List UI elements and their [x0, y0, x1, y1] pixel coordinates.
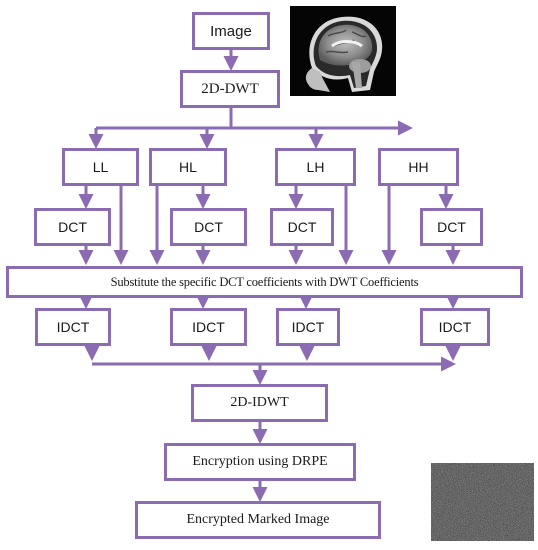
dct-box-2: DCT — [170, 208, 247, 246]
dwt-box: 2D-DWT — [180, 70, 280, 108]
idwt-label: 2D-IDWT — [230, 395, 289, 410]
encryption-label: Encryption using DRPE — [192, 454, 328, 469]
substitute-label: Substitute the specific DCT coefficients… — [110, 274, 419, 289]
dct-label-3: DCT — [287, 219, 317, 235]
idct-label-1: IDCT — [56, 319, 90, 335]
idct-box-2: IDCT — [170, 308, 247, 346]
idct-box-4: IDCT — [420, 308, 490, 346]
ll-label: LL — [92, 159, 109, 175]
lh-box: LH — [275, 148, 356, 186]
hh-label: HH — [408, 159, 429, 175]
dct-label-2: DCT — [194, 219, 223, 235]
dct-label-4: DCT — [437, 219, 466, 235]
hl-box: HL — [149, 148, 227, 186]
hh-box: HH — [378, 148, 459, 186]
dct-box-3: DCT — [270, 208, 334, 246]
image-box: Image — [192, 12, 270, 50]
image-label: Image — [210, 22, 252, 40]
idct-box-1: IDCT — [35, 308, 111, 346]
idct-box-3: IDCT — [276, 308, 340, 346]
encryption-box: Encryption using DRPE — [164, 443, 356, 481]
mri-input-image — [290, 6, 396, 96]
output-label: Encrypted Marked Image — [186, 512, 330, 527]
idwt-box: 2D-IDWT — [191, 384, 328, 422]
lh-label: LH — [306, 159, 325, 175]
substitute-box: Substitute the specific DCT coefficients… — [6, 266, 523, 298]
output-box: Encrypted Marked Image — [135, 501, 381, 539]
dct-box-1: DCT — [34, 208, 111, 246]
dct-box-4: DCT — [420, 208, 483, 246]
dwt-label: 2D-DWT — [201, 80, 259, 97]
idct-label-3: IDCT — [291, 319, 325, 335]
dct-label-1: DCT — [58, 219, 87, 235]
hl-label: HL — [179, 159, 197, 175]
encrypted-output-image — [431, 463, 534, 541]
ll-box: LL — [62, 148, 139, 186]
idct-label-4: IDCT — [438, 319, 472, 335]
idct-label-2: IDCT — [192, 319, 225, 335]
